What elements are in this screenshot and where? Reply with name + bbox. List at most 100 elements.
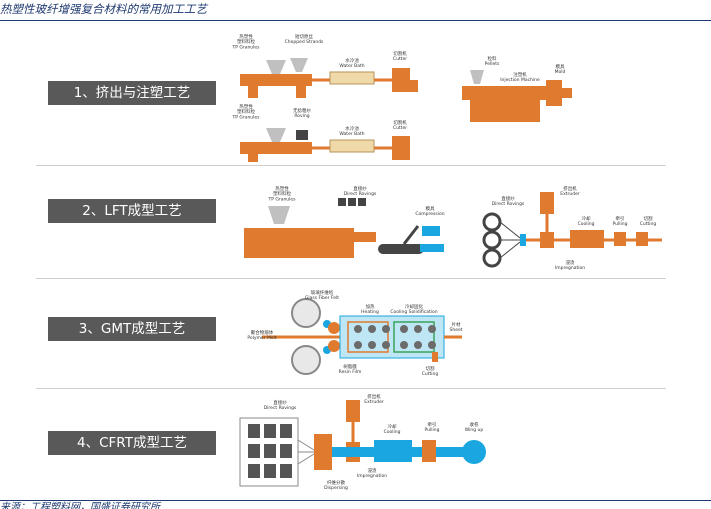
label-line: 直接纱 xyxy=(353,185,367,192)
press-roller xyxy=(428,325,436,333)
label-line: Glass Fiber Felt xyxy=(305,295,339,301)
label-line: 浸渍 xyxy=(566,259,575,266)
section-divider xyxy=(36,278,666,279)
fiber-line xyxy=(297,439,315,451)
label-line: Pulling xyxy=(425,427,440,433)
press-roller xyxy=(354,325,362,333)
pulling-unit xyxy=(614,232,626,246)
winding-roll xyxy=(462,440,486,464)
fiber-line xyxy=(297,453,315,465)
guide xyxy=(520,234,526,246)
label-line: Heating xyxy=(361,309,379,315)
label-line: 纤维分散 xyxy=(327,479,345,486)
press-roller xyxy=(382,341,390,349)
press-base xyxy=(420,244,444,252)
resin-roll-top xyxy=(328,322,340,334)
label-line: Direct Rovings xyxy=(492,201,525,207)
press-roller xyxy=(368,325,376,333)
label-line: 挤出机 xyxy=(367,393,381,400)
extruder-die xyxy=(354,232,376,242)
label-line: TP Granules xyxy=(267,196,296,202)
label-line: Compression xyxy=(415,211,444,217)
pulling-unit xyxy=(422,440,436,462)
label-line: 切割机 xyxy=(393,50,407,57)
cutter-machine xyxy=(392,136,410,160)
label-line: Resin Film xyxy=(339,369,362,375)
label-line: 短切原丝 xyxy=(295,33,313,40)
label-line: 切割 xyxy=(426,365,435,372)
label-line: TP Granules xyxy=(231,114,260,120)
label-line: 直接纱 xyxy=(273,399,287,406)
press-roller xyxy=(400,325,408,333)
label-line: Cooling xyxy=(384,429,401,435)
label-line: Water Bath xyxy=(339,63,364,69)
roving-package xyxy=(248,464,260,478)
label-line: 塑料料粒 xyxy=(273,190,291,197)
extruder-box xyxy=(346,400,360,422)
cooling-unit xyxy=(570,230,604,248)
label-line: Injection Machine xyxy=(500,77,540,83)
cooling-zone xyxy=(393,321,435,353)
label-line: Cutting xyxy=(422,371,439,377)
granules-hopper xyxy=(266,128,286,142)
robot-arm xyxy=(402,225,420,245)
header-rule xyxy=(0,20,711,21)
label-line: 热塑性 xyxy=(239,103,253,110)
extruder-barrel xyxy=(240,142,312,154)
label-line: Cutter xyxy=(393,125,407,131)
cooling-unit xyxy=(374,440,412,462)
extruder-barrel xyxy=(240,74,312,86)
cutter-blade xyxy=(432,352,438,362)
label-line: Chopped Strands xyxy=(285,39,324,45)
footer-rule xyxy=(0,500,711,501)
label-line: Impregnation xyxy=(555,265,585,271)
cutter-machine xyxy=(392,68,410,92)
cutter-outlet xyxy=(410,80,418,92)
roving-spool xyxy=(482,212,502,232)
label-line: 水冷池 xyxy=(345,125,359,132)
label-line: 塑料料粒 xyxy=(237,38,255,45)
label-line: Pulling xyxy=(613,221,628,227)
label-line: Mold xyxy=(555,69,566,75)
label-line: Wing up xyxy=(465,427,484,433)
cutting-unit xyxy=(636,232,648,246)
label-line: Extruder xyxy=(560,191,580,197)
extruder-leg xyxy=(248,154,258,162)
label-line: 聚合物熔体 xyxy=(251,329,274,336)
label-line: TP Granules xyxy=(231,44,260,50)
label-line: 加热 xyxy=(366,303,375,310)
extruder-leg xyxy=(296,86,306,98)
extruder-barrel xyxy=(244,228,354,244)
press-roller xyxy=(414,325,422,333)
roving-spool xyxy=(482,230,502,250)
label-line: 树脂膜 xyxy=(343,363,357,370)
felt-roll-top xyxy=(291,298,321,328)
section-divider xyxy=(36,388,666,389)
label-line: 注塑机 xyxy=(513,71,527,78)
source-note: 来源：工程塑料网，国盛证券研究所 xyxy=(0,502,160,509)
roving-bobbin xyxy=(338,198,346,206)
press-roller xyxy=(354,341,362,349)
label-line: 水冷池 xyxy=(345,57,359,64)
label-line: Cooling xyxy=(578,221,595,227)
fiber-line xyxy=(499,241,521,259)
label-line: Dispersing xyxy=(324,485,348,491)
